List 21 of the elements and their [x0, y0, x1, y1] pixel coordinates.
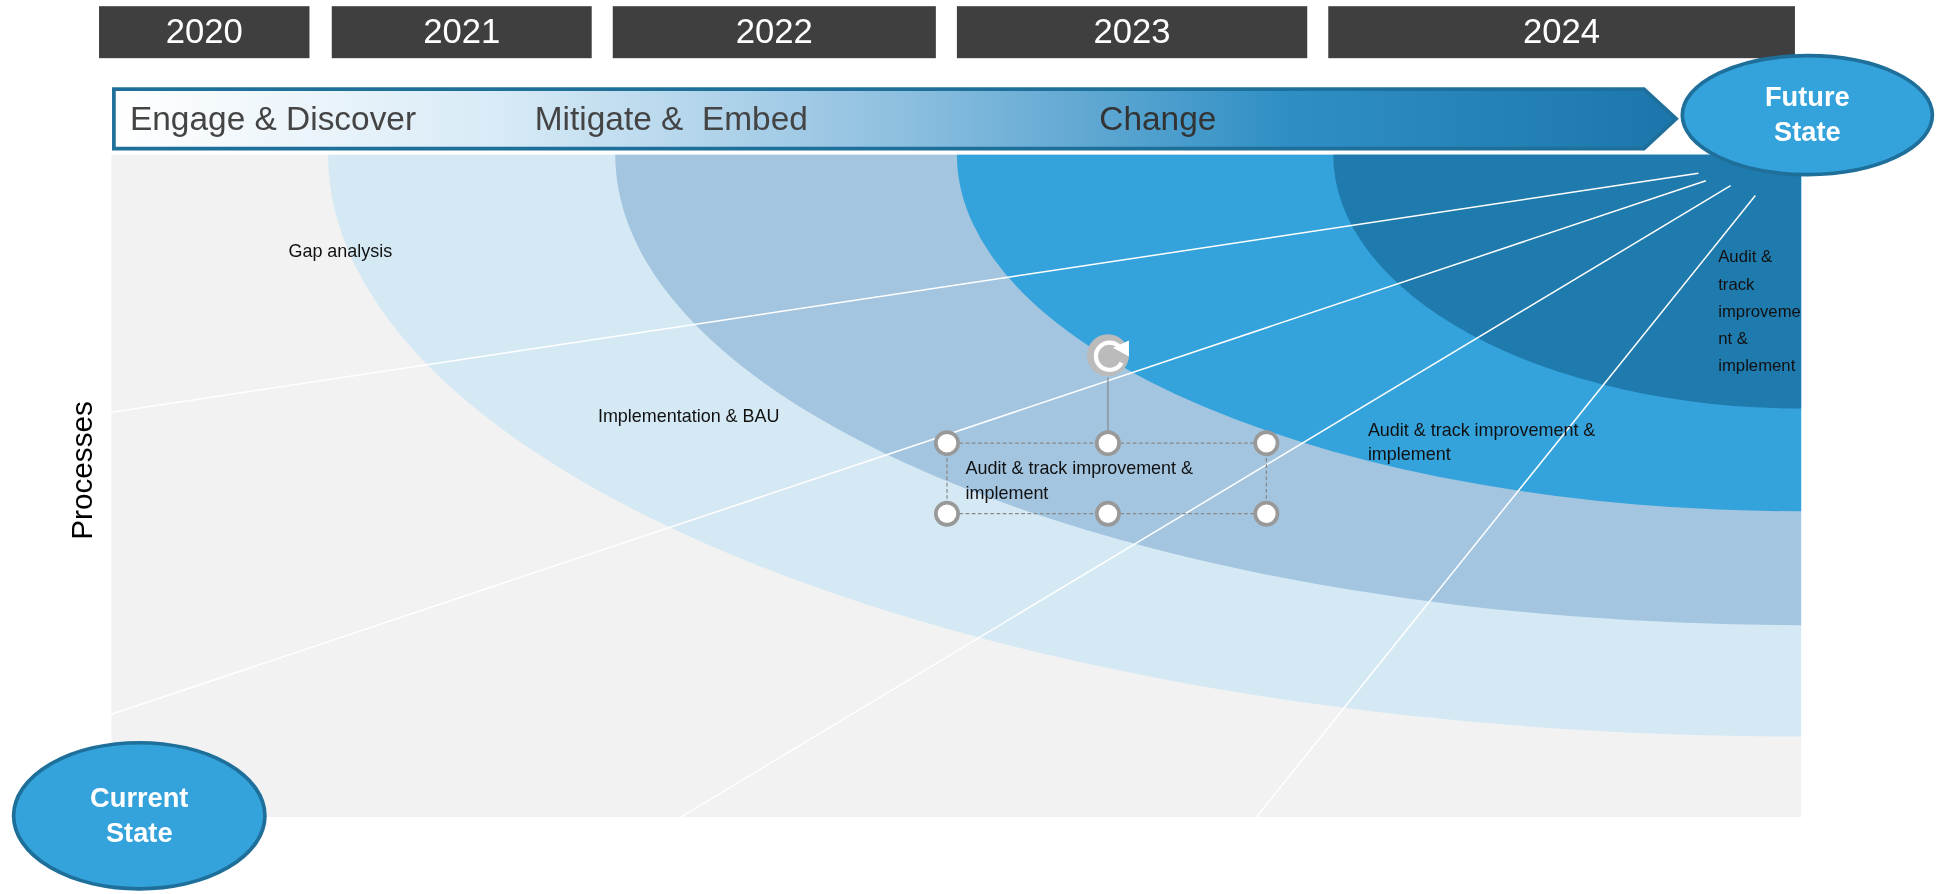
stage-label: Implementation & BAU: [597, 405, 781, 428]
axis-label: Processes: [64, 401, 99, 540]
arc-band: [1333, 154, 1802, 409]
year-bar: 2024: [1328, 6, 1795, 59]
state-ellipse: [11, 740, 268, 892]
arc-band: [956, 154, 1802, 512]
state-ellipse: [1679, 53, 1935, 177]
stage-label: Audit & track improvement & implement: [965, 457, 1195, 505]
state-label: Future State: [1763, 80, 1851, 150]
year-bar: 2023: [956, 6, 1308, 59]
phase-label: Engage & Discover: [130, 99, 417, 139]
state-label: Current State: [89, 781, 190, 850]
stage-label: Gap analysis: [288, 240, 394, 264]
phase-arrow-banner: [111, 86, 1679, 151]
stage-label: Audit & track improvement & implement: [1718, 246, 1802, 378]
year-bar: 2022: [612, 6, 936, 59]
arc-band: [328, 154, 1802, 737]
phase-label: Change: [1099, 99, 1217, 139]
year-bar: 2021: [331, 6, 592, 59]
year-bar: 2020: [99, 6, 310, 59]
phase-label: Mitigate & Embed: [534, 99, 808, 139]
